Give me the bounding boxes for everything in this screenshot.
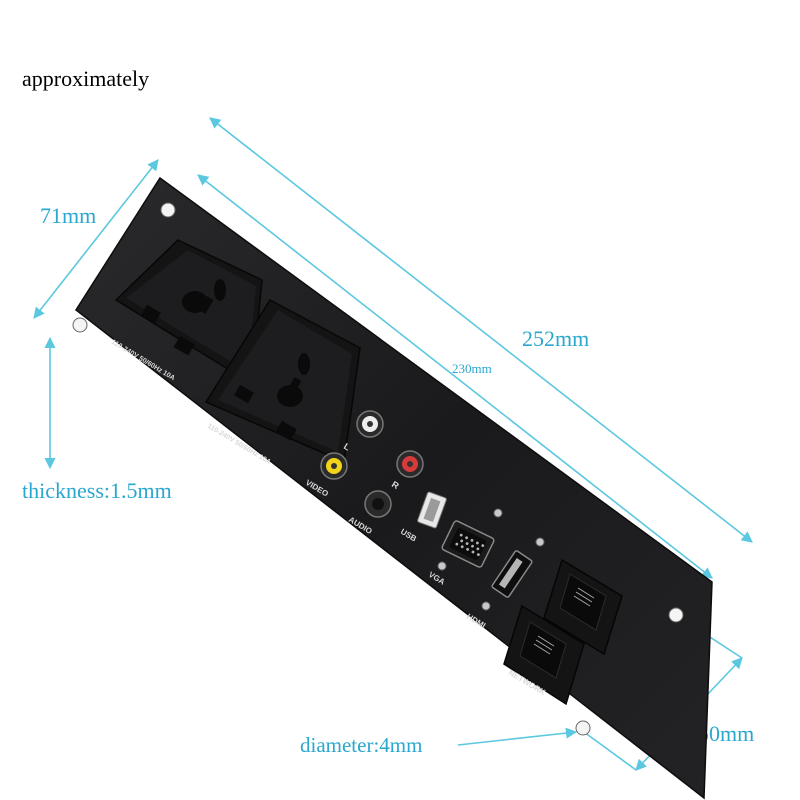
rca-right-jack: [396, 450, 424, 478]
mount-hole-bottom: [575, 720, 591, 736]
rca-left-jack: [356, 410, 384, 438]
audio-jack: [364, 490, 392, 518]
vga-screw-top: [493, 508, 503, 518]
mount-hole-right: [668, 607, 684, 623]
dim-71-line: [33, 159, 159, 319]
hdmi-screw-bottom: [481, 601, 491, 611]
hdmi-screw-top: [535, 537, 545, 547]
vga-port: [441, 520, 495, 568]
hdmi-port: [491, 550, 533, 598]
rca-left-label: L: [342, 441, 352, 453]
dim-50-ext-bottom: [583, 731, 637, 771]
diameter-line: [457, 727, 578, 746]
power-outlet-1: [114, 239, 263, 386]
network-port-2: [503, 604, 585, 706]
heading: approximately: [22, 66, 150, 91]
rca-right-label: R: [390, 479, 401, 491]
mount-hole-top-left: [160, 202, 176, 218]
mount-hole-left: [72, 317, 88, 333]
rca-video-jack: [320, 452, 348, 480]
vga-screw-bottom: [437, 561, 447, 571]
diameter-label: diameter:4mm: [300, 733, 423, 757]
network-port-1: [543, 558, 623, 656]
usb-port: [417, 491, 447, 529]
dim-230-line: [197, 174, 713, 579]
thickness-label: thickness:1.5mm: [22, 478, 172, 503]
